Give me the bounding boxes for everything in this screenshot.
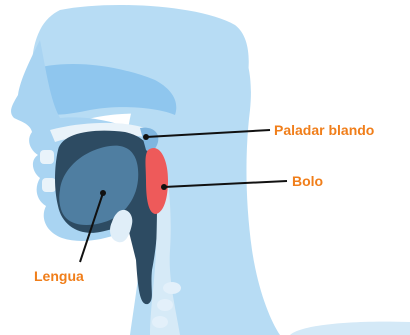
tongue-leader-dot (100, 190, 106, 196)
vertebra-1 (163, 282, 181, 294)
soft-palate-label: Paladar blando (274, 122, 374, 138)
lower-teeth (42, 178, 56, 192)
upper-teeth (40, 150, 54, 164)
soft-palate-leader-dot (143, 134, 149, 140)
vertebra-2 (157, 299, 173, 311)
vertebra-3 (152, 316, 168, 328)
tongue-label: Lengua (34, 268, 84, 284)
bolus-label: Bolo (292, 173, 323, 189)
shoulder-shape (290, 322, 410, 335)
bolus-leader-dot (161, 184, 167, 190)
